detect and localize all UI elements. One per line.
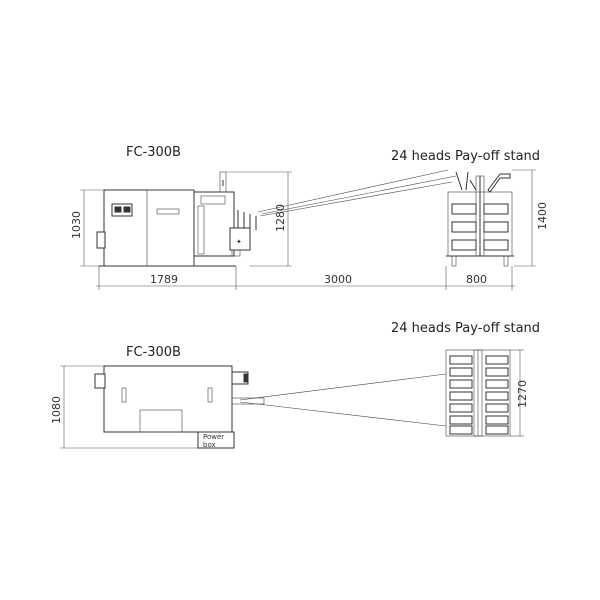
dimensions-side: 1030 1280 1400 1789 3000 800	[70, 169, 549, 290]
top-stand-label: 24 heads Pay-off stand	[391, 321, 540, 336]
dim-creel-height: 1280	[274, 204, 287, 232]
dim-gap-length: 3000	[324, 273, 352, 286]
payoff-stand-side	[446, 171, 514, 267]
svg-text:✦: ✦	[236, 238, 242, 246]
power-box	[197, 431, 235, 449]
dim-machine-length: 1789	[150, 273, 178, 286]
top-view: FC-300B 24 heads Pay-off stand Power box	[50, 321, 540, 449]
top-machine-label: FC-300B	[126, 345, 181, 360]
side-view: FC-300B 24 heads Pay-off stand ✦	[70, 145, 549, 290]
dim-stand-height: 1400	[536, 202, 549, 230]
machine-top: Power box	[94, 365, 265, 449]
dim-stand-length: 800	[466, 273, 487, 286]
dim-stand-width: 1270	[516, 380, 529, 408]
machine-side: ✦	[96, 171, 257, 267]
feed-lines-side	[257, 169, 457, 217]
dim-machine-height: 1030	[70, 211, 83, 239]
power-box-label-1: Power	[203, 433, 224, 441]
power-box-label-2: box	[203, 441, 216, 449]
side-machine-label: FC-300B	[126, 145, 181, 160]
feed-lines-top	[239, 373, 447, 427]
payoff-stand-top	[445, 349, 511, 437]
side-stand-label: 24 heads Pay-off stand	[391, 149, 540, 164]
dimensions-top: 1080 1270	[50, 349, 529, 449]
dim-machine-width: 1080	[50, 396, 63, 424]
